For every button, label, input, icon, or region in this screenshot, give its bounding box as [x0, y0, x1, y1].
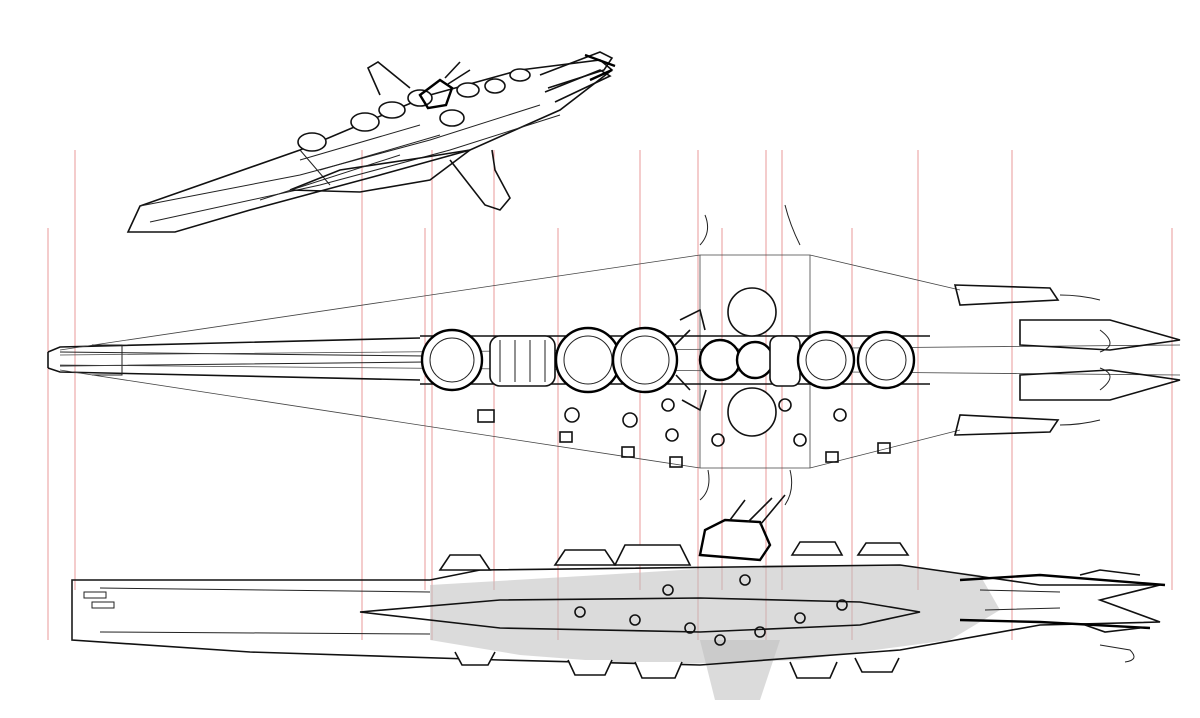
side-view-lower-pods [454, 651, 900, 679]
top-view-rings [420, 287, 916, 437]
alignment-guides [47, 150, 1173, 640]
top-view [47, 204, 1181, 506]
perspective-turrets [297, 68, 531, 152]
side-view-domes [438, 541, 910, 571]
side-view-ports [574, 574, 848, 646]
side-view [71, 494, 1166, 700]
perspective-view [126, 51, 616, 233]
top-view-ports [477, 398, 891, 468]
